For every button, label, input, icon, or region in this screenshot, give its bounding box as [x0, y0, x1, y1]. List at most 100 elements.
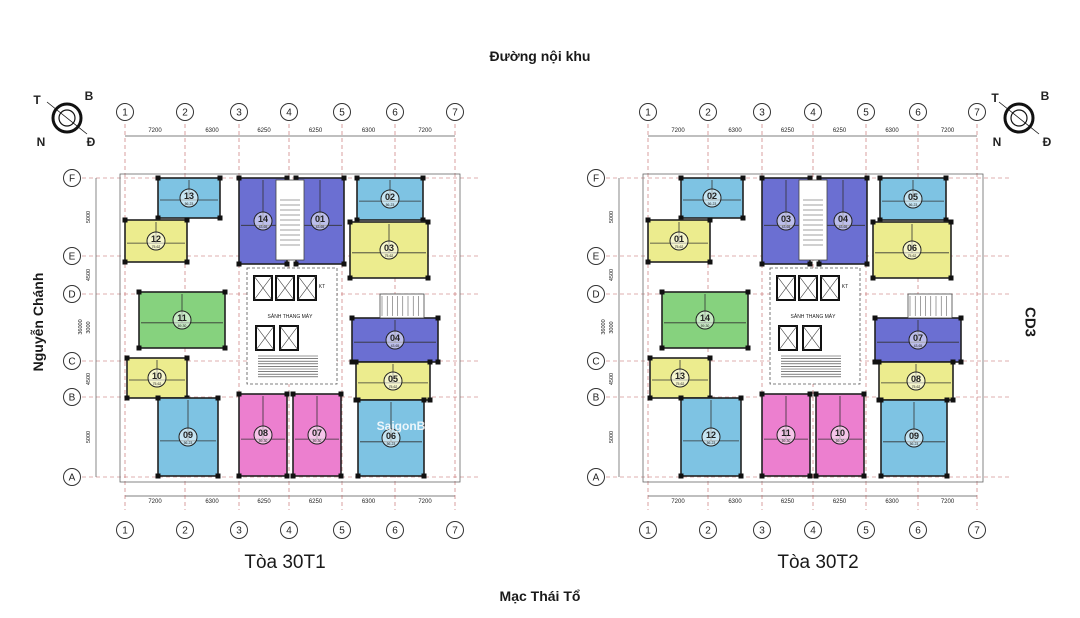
axis-bubble-col [968, 521, 986, 539]
unit-badge [383, 371, 403, 391]
axis-label-col: 1 [122, 108, 128, 119]
unit-area: 56,23 [184, 441, 193, 445]
unit-badge [902, 240, 922, 260]
unit-badge [830, 425, 850, 445]
dimension-bottom-label: 7200 [941, 499, 955, 505]
column-post [944, 473, 950, 479]
axis-bubble-col [857, 103, 875, 121]
unit-badge [776, 425, 796, 445]
elevator-cross [820, 275, 840, 301]
axis-label-col: 1 [645, 108, 651, 119]
column-post [659, 289, 665, 295]
axis-label-col: 4 [810, 108, 816, 119]
unit-area: 75,62 [385, 254, 394, 258]
unit-area: 56,23 [387, 442, 396, 446]
column-post [136, 345, 142, 351]
dimension-bottom-label: 6300 [885, 499, 899, 505]
unit-badge [381, 428, 401, 448]
column-post [943, 217, 949, 223]
column-post [950, 359, 956, 365]
column-post [284, 473, 290, 479]
elevator-cross [255, 325, 275, 351]
column-post [707, 259, 713, 265]
axis-label-col: 5 [339, 108, 345, 119]
column-post [124, 395, 130, 401]
dimension-bottom-label: 6300 [362, 499, 376, 505]
axis-label-row: A [69, 473, 76, 484]
axis-bubble-col [116, 103, 134, 121]
dimension-bottom-label: 6250 [257, 499, 271, 505]
column-post [122, 259, 128, 265]
building-outline [642, 173, 984, 483]
axis-bubble-row [63, 169, 81, 187]
unit-area: 59,30 [178, 324, 187, 328]
dimension-left-label: 3000 [609, 321, 615, 333]
unit-number: 13 [675, 371, 685, 381]
column-post [647, 355, 653, 361]
axis-bubble-row [63, 468, 81, 486]
side-stair [907, 293, 953, 319]
elevator-cross [798, 275, 818, 301]
axis-label-col: 1 [122, 526, 128, 537]
unit-area: 43,65 [316, 225, 325, 229]
elevator-hall-label: SẢNH THANG MÁY [268, 313, 314, 320]
dimension-top-label: 6250 [309, 128, 323, 134]
axis-bubble-col [230, 103, 248, 121]
compass-letter: T [33, 93, 41, 107]
axis-label-col: 4 [810, 526, 816, 537]
unit-badge [670, 368, 690, 388]
unit-area: 56,23 [909, 203, 918, 207]
axis-bubble-col [176, 103, 194, 121]
column-post [678, 473, 684, 479]
column-post [707, 217, 713, 223]
kt-label: KT [319, 284, 325, 290]
elevator-cross [776, 275, 796, 301]
column-post [647, 395, 653, 401]
dimension-top-label: 6250 [257, 128, 271, 134]
unit-area: 56,23 [910, 442, 919, 446]
road-label-bottom: Mạc Thái Tổ [499, 588, 581, 604]
compass-letter: N [993, 135, 1002, 149]
axis-label-row: D [68, 290, 75, 301]
axis-bubble-col [804, 521, 822, 539]
column-post [759, 175, 765, 181]
axis-bubble-row [63, 352, 81, 370]
dimension-left-label: 4500 [609, 269, 615, 281]
column-post [353, 359, 359, 365]
dimension-left-label: 5000 [86, 211, 92, 223]
unit-badge [702, 188, 722, 208]
column-post [877, 217, 883, 223]
unit-number: 11 [781, 428, 791, 438]
column-post [355, 397, 361, 403]
column-post [878, 473, 884, 479]
column-post [645, 217, 651, 223]
axis-label-col: 6 [392, 526, 398, 537]
column-post [349, 359, 355, 365]
elevator-cross [279, 325, 299, 351]
column-post [354, 217, 360, 223]
unit-number: 03 [781, 214, 791, 224]
axis-label-row: B [69, 393, 76, 404]
dimension-left-label: 4500 [86, 269, 92, 281]
column-post [813, 391, 819, 397]
column-post [707, 355, 713, 361]
axis-bubble-col [639, 521, 657, 539]
axis-bubble-col [804, 103, 822, 121]
axis-label-col: 1 [645, 526, 651, 537]
axis-bubble-row [63, 388, 81, 406]
axis-bubble-col [116, 521, 134, 539]
compass-axis [998, 101, 1040, 135]
unit-number: 04 [838, 214, 848, 224]
column-post [293, 261, 299, 267]
unit-area: 43,65 [914, 344, 923, 348]
column-post [341, 175, 347, 181]
compass-inner [1010, 109, 1028, 127]
axis-label-col: 7 [452, 526, 458, 537]
unit-number: 09 [183, 430, 193, 440]
dimension-left-label: 3000 [86, 321, 92, 333]
unit-number: 05 [908, 192, 918, 202]
axis-label-col: 7 [452, 108, 458, 119]
unit-number: 09 [909, 431, 919, 441]
unit-number: 05 [388, 374, 398, 384]
column-post [878, 397, 884, 403]
